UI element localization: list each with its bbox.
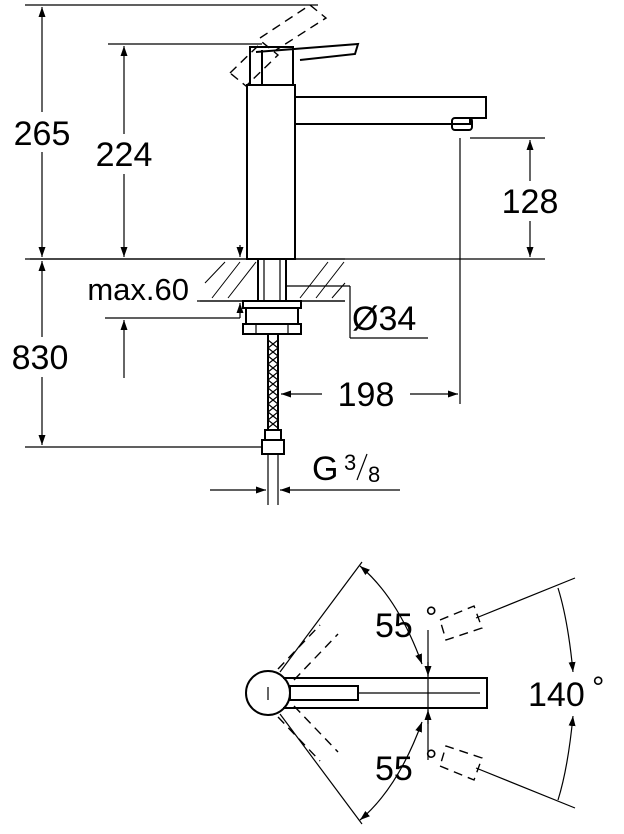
dimension-198-label: 198 — [338, 376, 395, 414]
hose-end-fitting — [264, 429, 282, 441]
dimension-830-label: 830 — [12, 339, 69, 377]
dimension-max60-label: max.60 — [87, 272, 189, 307]
lever-slot — [289, 685, 359, 701]
fixing-nut-base — [242, 323, 302, 335]
flexible-supply-hose — [267, 334, 279, 430]
angle-55-upper-arc — [359, 565, 423, 665]
countertop-section — [200, 258, 346, 302]
angle-55-upper-degree: ° — [425, 600, 437, 635]
dimension-thread-label: G — [312, 450, 338, 488]
top-plan-view: 55 ° 55 ° 140 ° — [245, 561, 604, 825]
lever-handle — [249, 42, 360, 85]
lever-top-view — [283, 677, 488, 709]
dimension-265-label: 265 — [14, 115, 71, 153]
lever-handle-alternate-position — [228, 4, 328, 87]
faucet-spout — [295, 96, 487, 125]
fixing-washer — [242, 300, 302, 309]
mounting-shank — [257, 258, 287, 302]
angle-140-label: 140 — [528, 676, 585, 714]
faucet-body — [246, 84, 296, 260]
lever-lower-position — [277, 705, 339, 762]
fixing-nut — [245, 307, 299, 325]
angle-55-lower-arc — [359, 721, 423, 821]
lever-upper-position — [277, 624, 339, 681]
angle-55-lower-degree: ° — [425, 743, 437, 778]
dimension-224-label: 224 — [96, 136, 153, 174]
angle-140-degree: ° — [592, 670, 604, 705]
spout-aerator — [451, 117, 473, 131]
dimension-thread-denominator: 8 — [368, 462, 380, 487]
angle-55-upper-label: 55 — [375, 607, 413, 645]
dimension-128-label: 128 — [502, 183, 559, 221]
side-elevation-view: 265 224 128 max.60 Ø34 830 198 — [2, 4, 568, 505]
connection-nut — [261, 439, 285, 455]
dimension-thread-numerator: 3 — [344, 450, 356, 475]
angle-55-lower-label: 55 — [375, 750, 413, 788]
dimension-diameter-label: Ø34 — [352, 300, 416, 338]
